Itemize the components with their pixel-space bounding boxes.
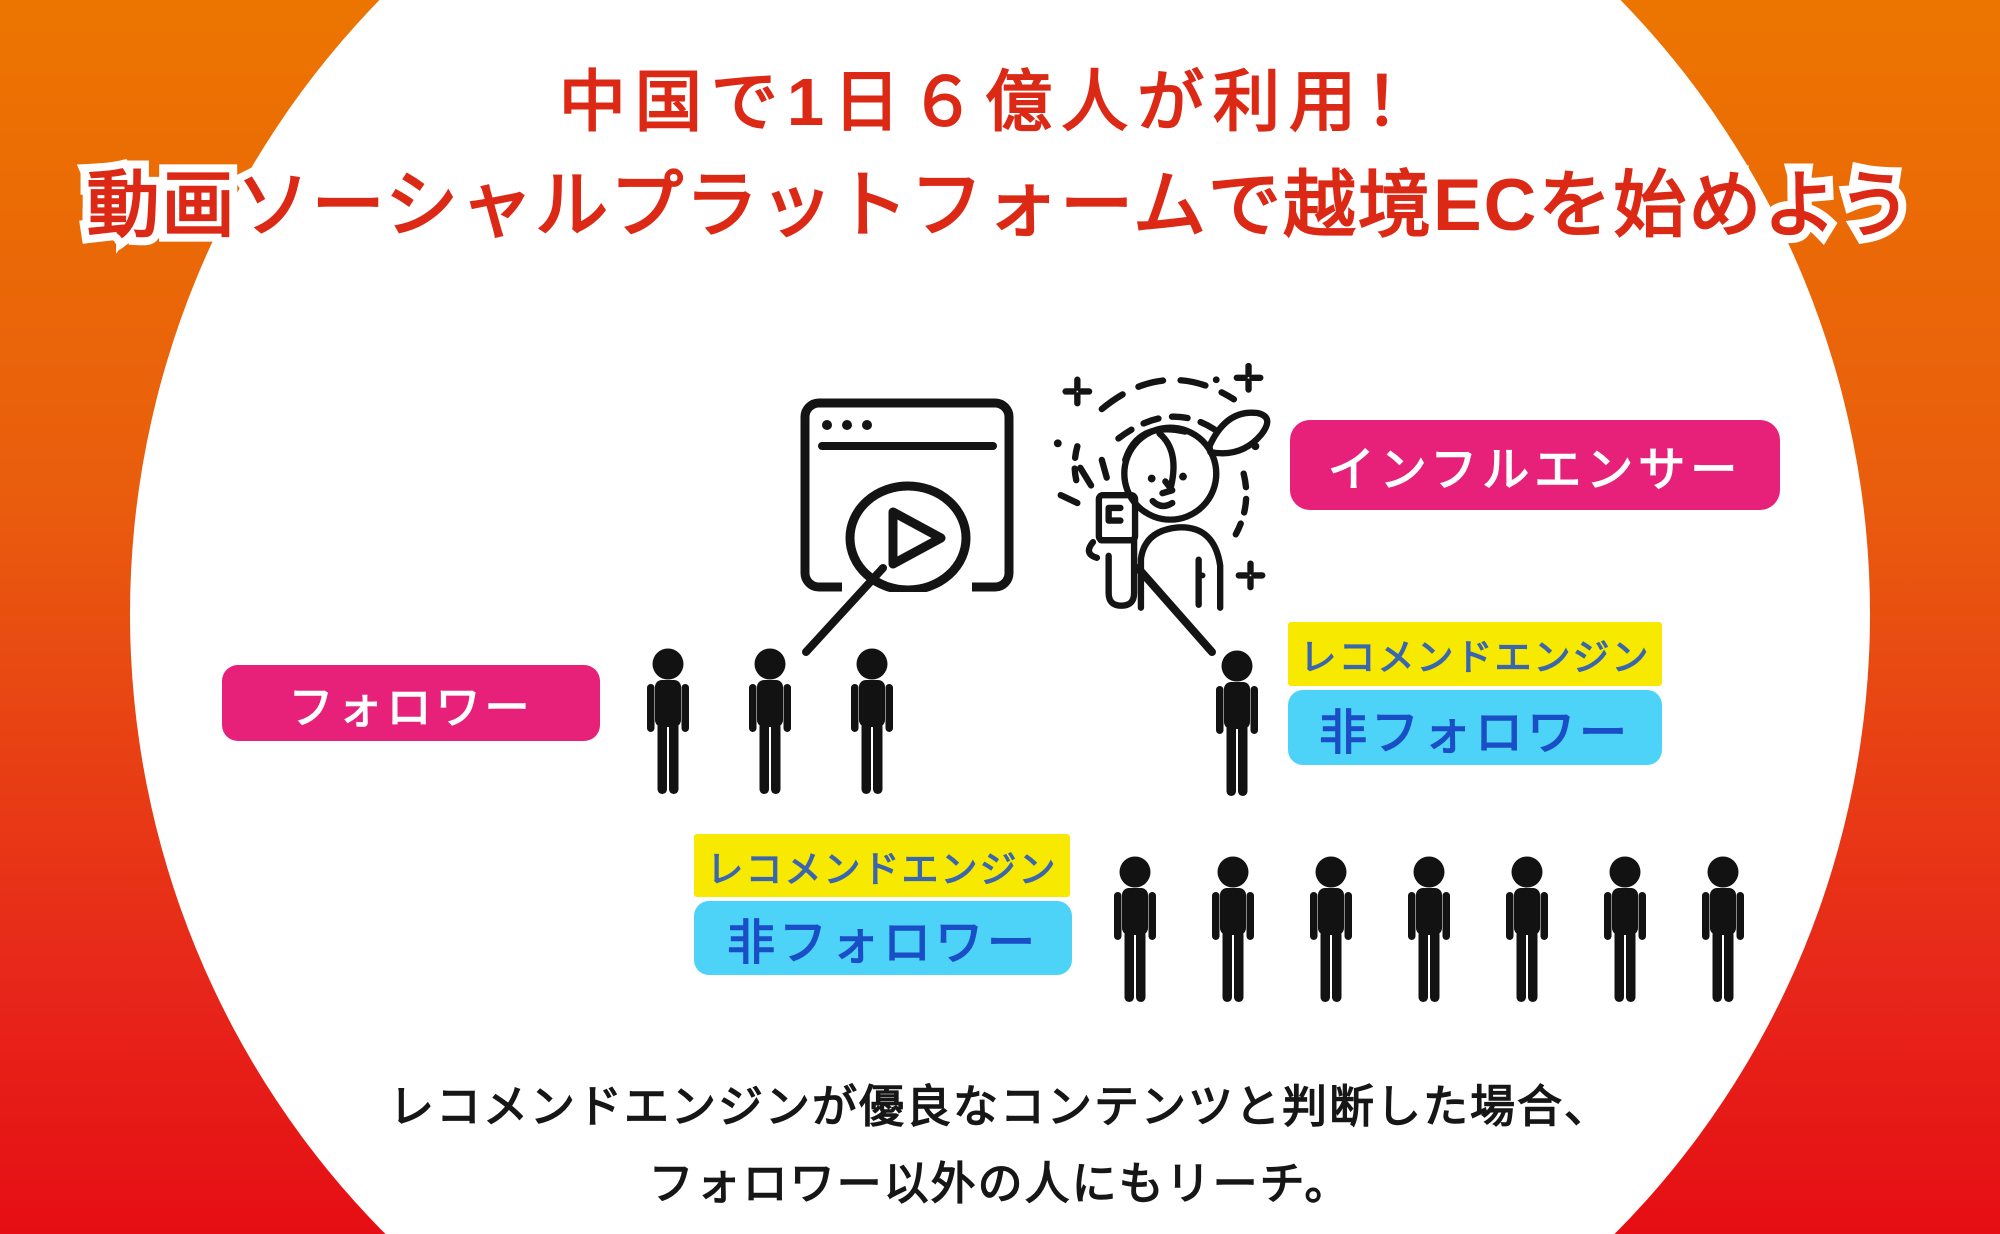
- headline-line-2-outline: 動画ソーシャルプラットフォームで越境ECを始めよう: [79, 157, 1920, 254]
- recommend-engine-label-right: レコメンドエンジン: [1288, 622, 1662, 686]
- person-silhouette-icon: [1497, 856, 1557, 1006]
- person-silhouette-icon: [1399, 856, 1459, 1006]
- recommend-engine-label-bottom-text: レコメンドエンジン: [706, 848, 1058, 890]
- headline: 中国で1日６億人が利用！ 中国で1日６億人が利用！ 動画ソーシャルプラットフォー…: [0, 52, 2000, 258]
- follower-figures-group: [638, 648, 902, 798]
- caption: レコメンドエンジンが優良なコンテンツと判断した場合、 フォロワー以外の人にもリー…: [0, 1068, 2000, 1222]
- recommend-engine-label-bottom: レコメンドエンジン: [694, 834, 1070, 897]
- caption-line-1: レコメンドエンジンが優良なコンテンツと判断した場合、: [388, 1081, 1611, 1132]
- follower-label-text: フォロワー: [288, 681, 534, 733]
- person-silhouette-icon: [638, 648, 698, 798]
- person-silhouette-icon: [740, 648, 800, 798]
- headline-line-1: 中国で1日６億人が利用！ 中国で1日６億人が利用！: [0, 52, 2000, 154]
- follower-label: フォロワー: [222, 665, 600, 741]
- headline-line-2: 動画ソーシャルプラットフォームで越境ECを始めよう 動画ソーシャルプラットフォー…: [0, 154, 2000, 258]
- non-follower-label-right: 非フォロワー: [1288, 690, 1662, 765]
- play-icon: [888, 507, 946, 569]
- selfie-influencer-icon: [1053, 362, 1271, 611]
- headline-line-1-text: 中国で1日６億人が利用！: [558, 65, 1442, 140]
- person-silhouette-icon: [1207, 650, 1267, 800]
- person-silhouette-icon: [1301, 856, 1361, 1006]
- non-follower-label-bottom: 非フォロワー: [694, 901, 1072, 975]
- influencer-label-text: インフルエンサー: [1327, 442, 1743, 496]
- video-player-window-icon: [800, 398, 1014, 592]
- non-follower-label-right-text: 非フォロワー: [1318, 706, 1631, 760]
- headline-line-2-text: 動画ソーシャルプラットフォームで越境ECを始めよう: [86, 165, 1914, 246]
- person-silhouette-icon: [1203, 856, 1263, 1006]
- non-follower-label-bottom-text: 非フォロワー: [726, 917, 1039, 970]
- white-circle-background: [130, 0, 1870, 1234]
- person-silhouette-icon: [1693, 856, 1753, 1006]
- bottom-non-follower-figures-group: [1105, 856, 1753, 1006]
- person-silhouette-icon: [842, 648, 902, 798]
- headline-line-1-outline: 中国で1日６億人が利用！: [551, 57, 1442, 148]
- recommend-engine-label-right-text: レコメンドエンジン: [1299, 637, 1651, 678]
- person-silhouette-icon: [1595, 856, 1655, 1006]
- single-non-follower-figure: [1207, 650, 1267, 800]
- person-silhouette-icon: [1105, 856, 1165, 1006]
- caption-line-2: フォロワー以外の人にもリーチ。: [648, 1158, 1352, 1209]
- influencer-label: インフルエンサー: [1290, 420, 1780, 510]
